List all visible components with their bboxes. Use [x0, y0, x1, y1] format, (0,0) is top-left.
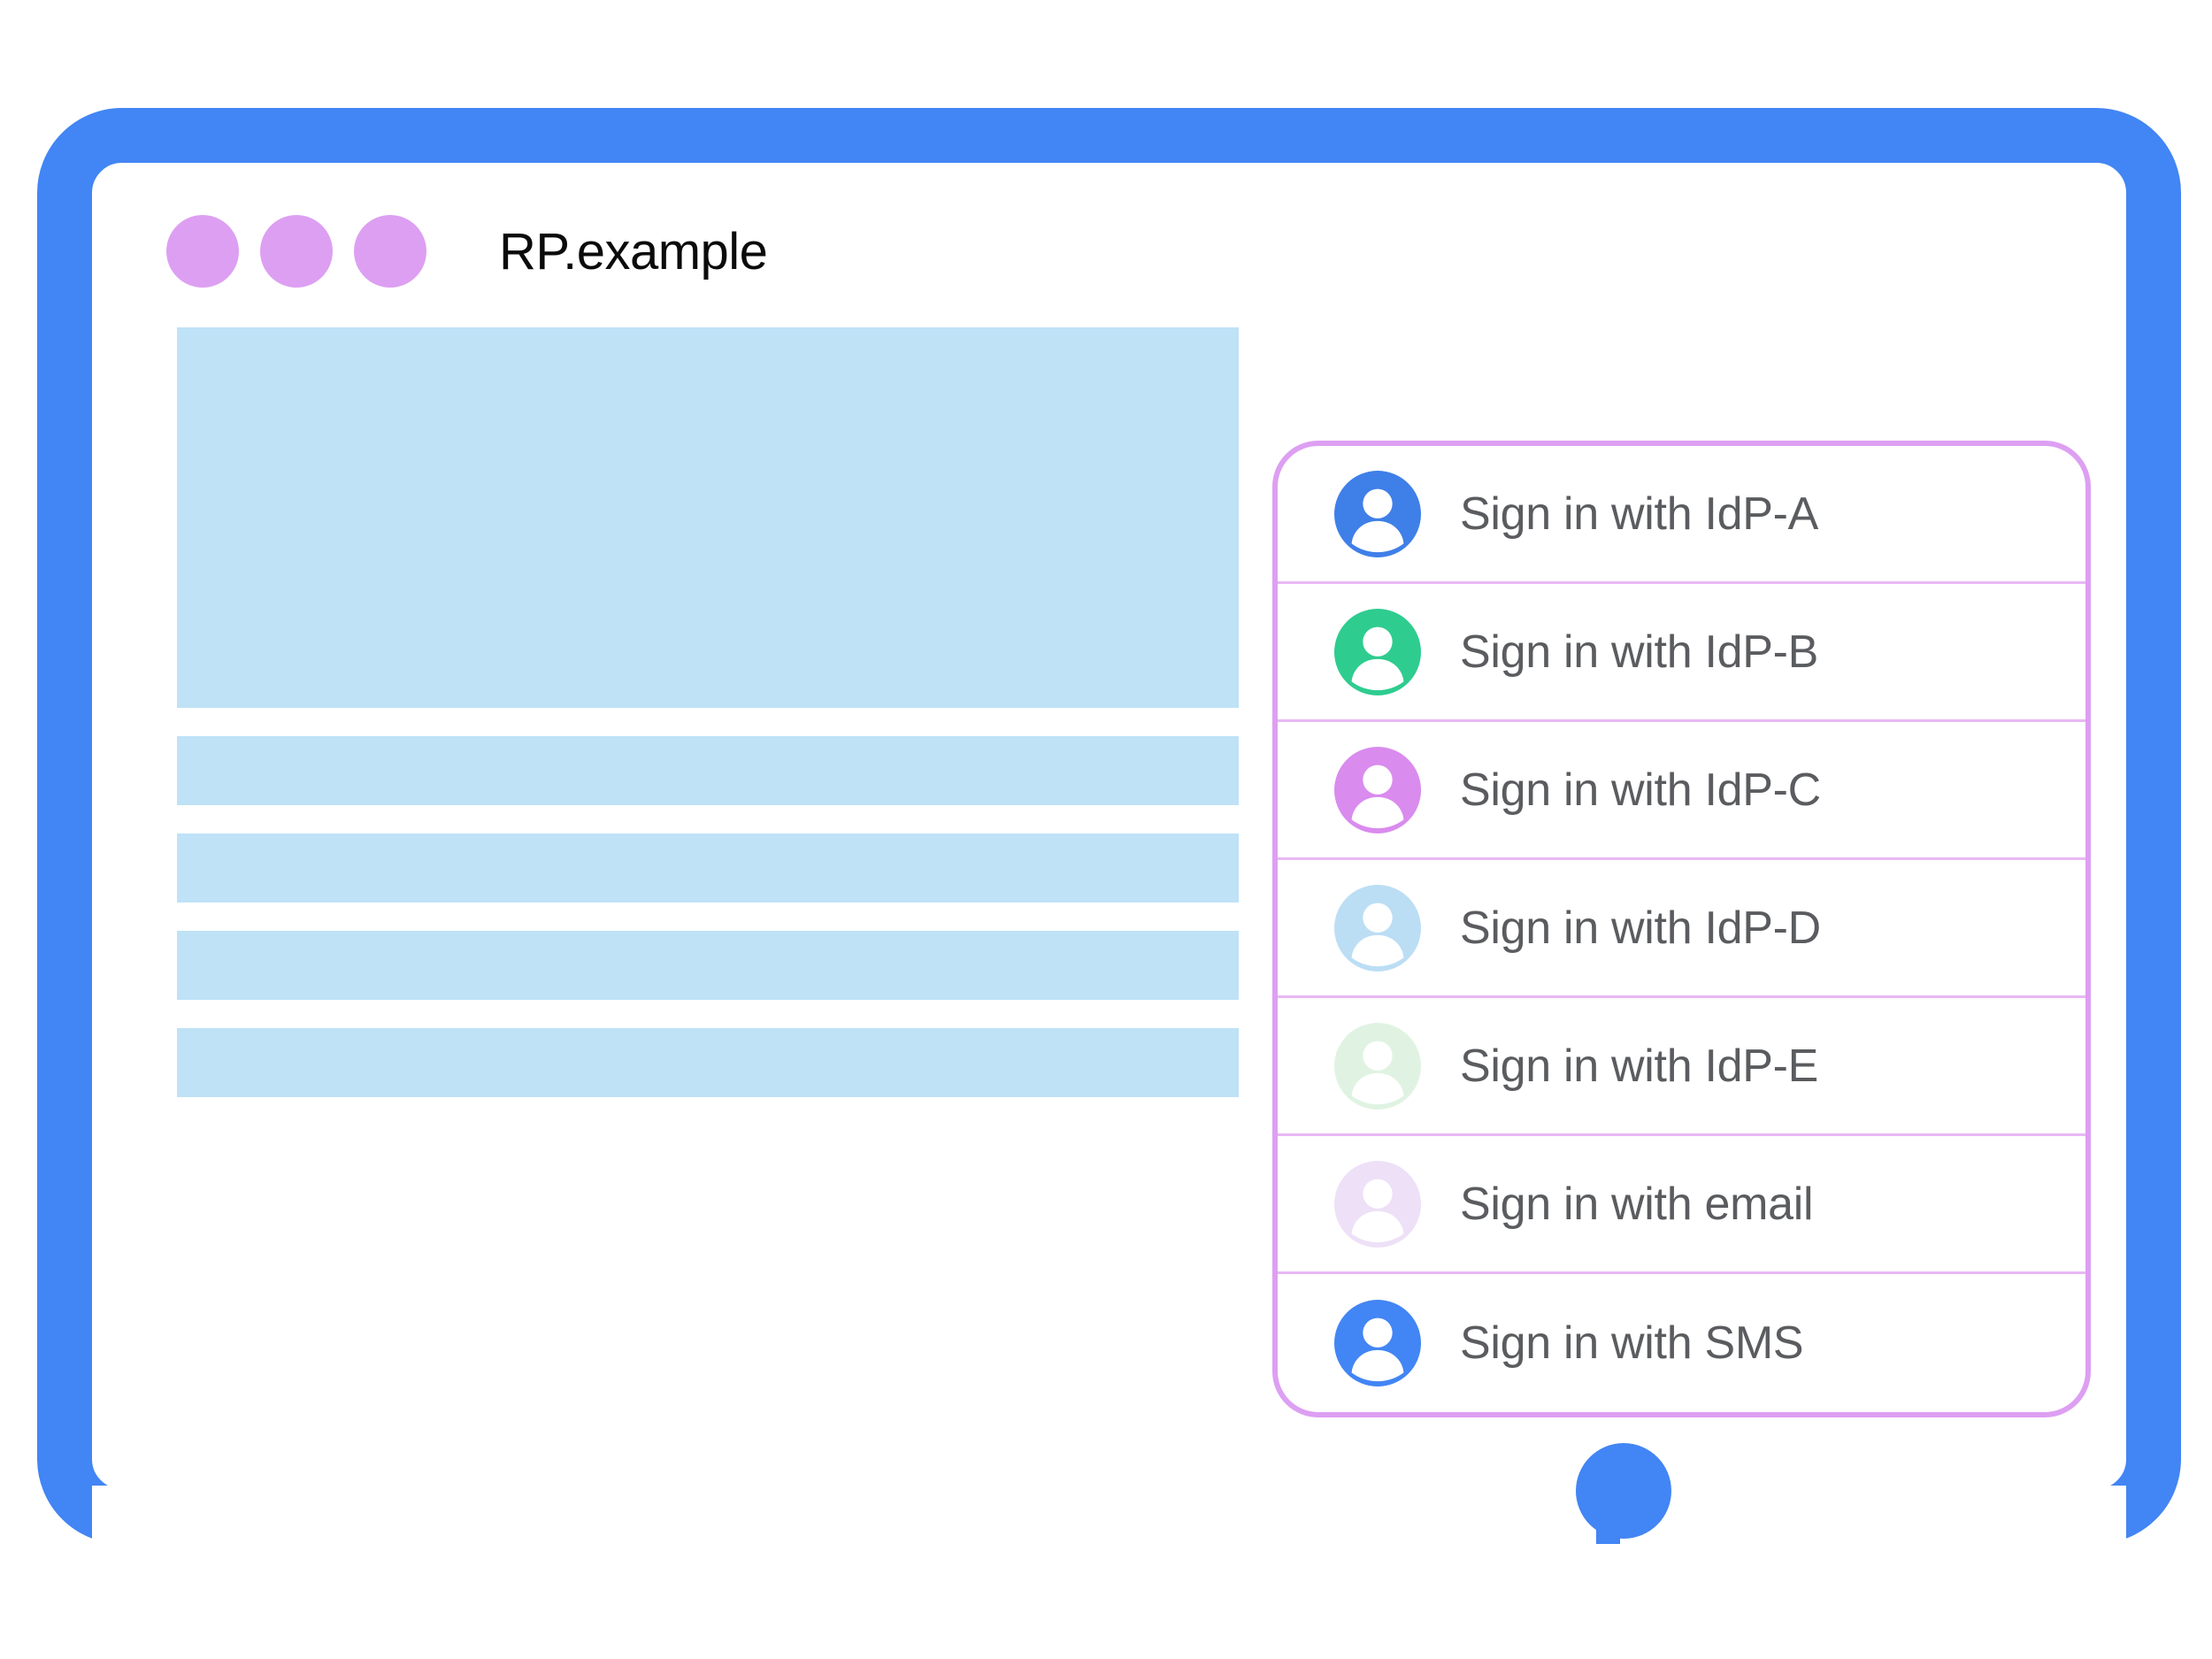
- avatar-idp-e-icon: [1334, 1022, 1421, 1110]
- avatar-sms-icon: [1334, 1300, 1421, 1386]
- idp-option-idp-c[interactable]: Sign in with IdP-C: [1278, 722, 2085, 860]
- content-placeholder-column: [177, 327, 1239, 1125]
- idp-option-idp-e[interactable]: Sign in with IdP-E: [1278, 998, 2085, 1136]
- idp-option-label: Sign in with SMS: [1460, 1317, 1804, 1369]
- home-button[interactable]: [1576, 1443, 1671, 1539]
- idp-option-sms[interactable]: Sign in with SMS: [1278, 1274, 2085, 1412]
- avatar-idp-c-icon: [1334, 746, 1421, 833]
- idp-option-label: Sign in with IdP-B: [1460, 626, 1819, 678]
- idp-option-idp-d[interactable]: Sign in with IdP-D: [1278, 860, 2085, 998]
- browser-titlebar: RP.example: [92, 163, 2126, 340]
- idp-chooser-card: Sign in with IdP-A Sign in with IdP-B: [1272, 441, 2091, 1417]
- page-content: Sign in with IdP-A Sign in with IdP-B: [92, 327, 2126, 1489]
- bezel-notch-right: [1620, 1486, 2126, 1548]
- line-placeholder-3: [177, 931, 1239, 1000]
- browser-viewport: RP.example: [92, 163, 2126, 1489]
- page-title: RP.example: [499, 222, 768, 280]
- avatar-idp-d-icon: [1334, 884, 1421, 972]
- window-dot-close-icon[interactable]: [166, 215, 239, 288]
- avatar-idp-a-icon: [1334, 470, 1421, 557]
- bezel-notch-left: [92, 1486, 1596, 1548]
- device-frame: RP.example: [37, 108, 2181, 1548]
- hero-placeholder: [177, 327, 1239, 708]
- idp-option-label: Sign in with IdP-A: [1460, 488, 1819, 540]
- idp-option-email[interactable]: Sign in with email: [1278, 1136, 2085, 1274]
- window-dot-maximize-icon[interactable]: [354, 215, 426, 288]
- idp-option-label: Sign in with email: [1460, 1178, 1814, 1230]
- avatar-email-icon: [1334, 1160, 1421, 1248]
- idp-option-label: Sign in with IdP-D: [1460, 902, 1821, 954]
- line-placeholder-1: [177, 736, 1239, 805]
- window-dot-minimize-icon[interactable]: [260, 215, 333, 288]
- idp-option-idp-b[interactable]: Sign in with IdP-B: [1278, 584, 2085, 722]
- idp-option-idp-a[interactable]: Sign in with IdP-A: [1278, 446, 2085, 584]
- line-placeholder-4: [177, 1028, 1239, 1097]
- avatar-idp-b-icon: [1334, 608, 1421, 695]
- idp-option-label: Sign in with IdP-C: [1460, 764, 1821, 816]
- line-placeholder-2: [177, 833, 1239, 902]
- idp-option-label: Sign in with IdP-E: [1460, 1040, 1819, 1092]
